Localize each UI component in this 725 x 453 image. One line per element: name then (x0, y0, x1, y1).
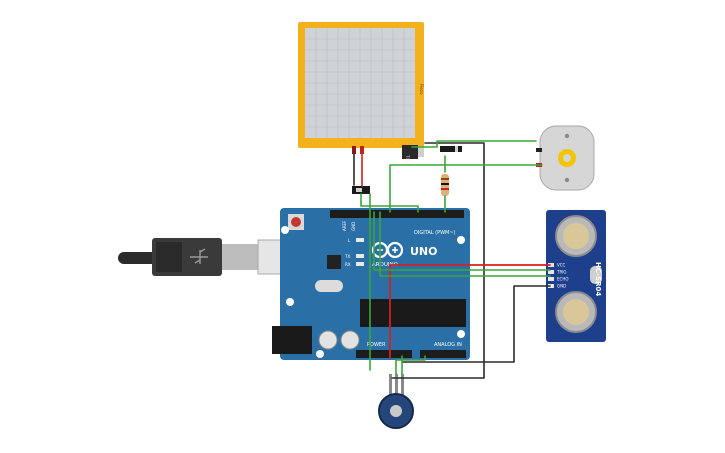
diode-band (455, 146, 458, 152)
diode[interactable] (440, 146, 462, 152)
wire-green-motor-pos[interactable] (389, 164, 543, 213)
capacitor-2 (340, 330, 360, 350)
transistor-label: TIP (405, 154, 410, 162)
sensor-pin-label: GND (557, 284, 566, 289)
aref-label: AREF (342, 220, 347, 231)
sensor-pin[interactable] (548, 277, 554, 281)
wire-black-sensor-gnd[interactable] (401, 285, 551, 363)
capacitor-1 (318, 330, 338, 350)
reset-button[interactable] (291, 217, 301, 227)
led-l (356, 238, 364, 242)
led-tx (356, 254, 364, 258)
usb-symbol-icon (190, 248, 208, 264)
piezo-pin-pos (360, 146, 364, 154)
board-model-label: UNO (410, 245, 438, 258)
ultrasonic-sensor[interactable]: HC-SR04 VCC TRIG ECHO GND (546, 210, 606, 342)
atmega-chip (360, 299, 466, 327)
resistor[interactable] (441, 174, 449, 196)
slide-switch[interactable] (352, 186, 370, 194)
power-header-label: POWER (367, 342, 386, 348)
crystal (315, 280, 343, 292)
sensor-model-label: HC-SR04 (594, 262, 602, 296)
analog-header (420, 350, 466, 358)
dc-power-jack (272, 326, 312, 354)
wire-red-5v[interactable] (389, 264, 551, 359)
usb-plug-metal (222, 244, 258, 270)
led-rx (356, 262, 364, 266)
board-brand-label: ARDUINO (372, 262, 399, 268)
wire-green-echo[interactable] (379, 211, 551, 277)
wires (353, 140, 551, 379)
sensor-pin-label: VCC (557, 263, 566, 268)
diode-body (440, 146, 462, 152)
dc-motor[interactable] (536, 125, 595, 191)
sensor-pin[interactable] (548, 263, 554, 267)
digital-header-label: DIGITAL (PWM~) (414, 230, 456, 236)
piezo-pin-neg (352, 146, 356, 154)
arduino-board[interactable]: UNO ARDUINO DIGITAL (PWM~) ANALOG IN POW… (272, 208, 470, 360)
usb-cable-strain-relief (118, 252, 158, 264)
sensor-pin[interactable] (548, 284, 554, 288)
wire-green-pot-a0[interactable] (395, 355, 426, 375)
analog-header-label: ANALOG IN (434, 342, 462, 348)
wire-green-switch-pin[interactable] (360, 193, 419, 213)
gnd-label: GND (351, 222, 356, 231)
piezo-buzzer[interactable]: Piezo (298, 22, 424, 154)
piezo-label: Piezo (419, 84, 424, 95)
digital-header (330, 210, 464, 218)
led-l-label: L (348, 238, 351, 243)
sensor-pin-list: VCC TRIG ECHO GND (548, 263, 568, 289)
potentiometer[interactable] (378, 374, 414, 429)
wire-green-motor-neg[interactable] (411, 140, 537, 148)
wire-black-diode-gnd[interactable] (391, 142, 485, 379)
sensor-pin[interactable] (548, 270, 554, 274)
usb-cable[interactable] (118, 238, 283, 276)
usb-chip (327, 255, 341, 269)
transistor-body (402, 145, 418, 159)
sensor-pin-label: TRIG (556, 270, 567, 275)
power-header (356, 350, 412, 358)
usb-port (257, 239, 283, 275)
led-tx-label: TX (344, 254, 350, 259)
led-rx-label: RX (345, 262, 351, 267)
transistor[interactable]: TIP (402, 145, 424, 162)
sensor-pin-label: ECHO (557, 277, 568, 282)
piezo-grid (305, 28, 415, 138)
wire-green-trig[interactable] (373, 211, 551, 271)
